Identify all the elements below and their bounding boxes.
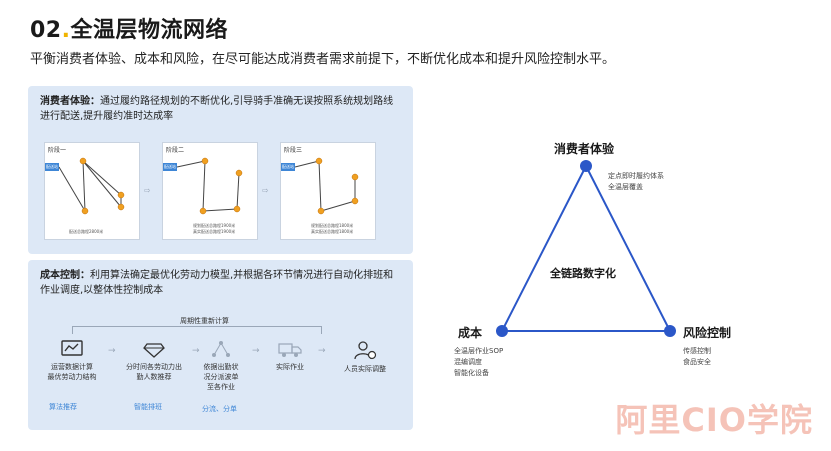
stage-2-label: 阶段二	[166, 147, 185, 154]
flow-step-3: 依据出勤状 况分派波单 至各作业	[186, 340, 256, 392]
step-2-line-2: 勤人数推荐	[136, 373, 172, 381]
triangle-left-label: 成本	[458, 326, 483, 340]
stage-1-station: 配送站	[45, 163, 59, 171]
cost-control-body: 利用算法确定最优化劳动力模型,并根据各环节情况进行自动化排班和作业调度,以整体性…	[40, 270, 394, 296]
triangle-left-subs: 全温层作业SOP 混编调度 智能化设备	[454, 346, 503, 379]
consumer-experience-lead: 消费者体验：	[40, 96, 100, 107]
step-1-link[interactable]: 算法推荐	[49, 403, 77, 411]
flow-cycle-label: 周期性重新计算	[180, 317, 229, 325]
step-arrow-4: →	[318, 346, 326, 356]
watermark-logo: 阿里CIO学院	[615, 401, 813, 439]
consumer-experience-panel: 消费者体验：通过履约路径规划的不断优化,引导骑手准确无误按照系统规划路线进行配送…	[28, 86, 413, 254]
step-3-line-2: 况分派波单	[203, 373, 239, 381]
stage-arrow-2: ⇨	[262, 186, 269, 195]
network-icon	[212, 341, 230, 357]
title-text: 全温层物流网络	[70, 18, 228, 43]
cost-control-lead: 成本控制：	[40, 270, 90, 281]
cost-control-panel: 成本控制：利用算法确定最优化劳动力模型,并根据各环节情况进行自动化排班和作业调度…	[28, 260, 413, 430]
truck-icon	[278, 343, 302, 357]
route-stages: 阶段一 配送站 配送总路程2800米 ⇨ 阶段二 配送站 规划配送总	[44, 142, 396, 246]
stage-1-caption: 配送总路程2800米	[69, 229, 104, 234]
top-sub-1: 定点即时履约体系	[608, 172, 664, 180]
title-dot: .	[61, 18, 71, 43]
person-gear-icon	[354, 341, 377, 360]
triangle-node-left	[496, 325, 508, 337]
diamond-icon	[143, 343, 165, 358]
step-1-line-2: 最优劳动力结构	[47, 373, 97, 381]
triangle-node-top	[580, 160, 592, 172]
flow-cycle-bracket	[72, 326, 322, 334]
route-stage-3: 阶段三 配送站 规划配送总路程1800米 真实配送总路程1800米	[280, 142, 376, 240]
triangle-center-label: 全链路数字化	[550, 267, 616, 280]
flow-step-4: 实际作业	[262, 340, 318, 372]
route-map-1	[58, 157, 125, 215]
left-sub-2: 混编调度	[454, 358, 482, 366]
right-sub-2: 食品安全	[683, 358, 711, 366]
consumer-experience-body: 通过履约路径规划的不断优化,引导骑手准确无误按照系统规划路线进行配送,提升履约准…	[40, 96, 394, 122]
triangle-top-label: 消费者体验	[554, 142, 615, 156]
triangle-right-label: 风险控制	[683, 326, 732, 340]
step-arrow-3: →	[252, 346, 260, 356]
triangle-right-subs: 传感控制 食品安全	[683, 346, 711, 368]
page-title: 02.全温层物流网络	[30, 12, 228, 44]
top-sub-2: 全温层覆盖	[608, 183, 643, 191]
consumer-experience-text: 消费者体验：通过履约路径规划的不断优化,引导骑手准确无误按照系统规划路线进行配送…	[40, 94, 402, 124]
step-arrow-2: →	[192, 346, 200, 356]
cost-control-text: 成本控制：利用算法确定最优化劳动力模型,并根据各环节情况进行自动化排班和作业调度…	[40, 268, 402, 298]
triangle-node-right	[664, 325, 676, 337]
step-3-line-3: 至各作业	[207, 383, 235, 391]
step-arrow-1: →	[108, 346, 116, 356]
route-map-2	[176, 157, 243, 215]
title-number: 02	[30, 18, 62, 43]
route-map-3	[294, 157, 359, 215]
flow-step-1: 运营数据计算 最优劳动力结构	[36, 340, 108, 382]
left-sub-1: 全温层作业SOP	[454, 347, 504, 355]
step-5-line-1: 人员实际调整	[344, 365, 386, 373]
left-sub-3: 智能化设备	[454, 369, 489, 377]
route-stage-1: 阶段一 配送站 配送总路程2800米	[44, 142, 140, 240]
step-1-line-1: 运营数据计算	[51, 363, 93, 371]
step-3-line-1: 依据出勤状	[203, 363, 239, 371]
stage-2-station: 配送站	[163, 163, 177, 171]
step-3-link[interactable]: 分流、分单	[202, 405, 237, 413]
flow-step-5: 人员实际调整	[330, 340, 400, 374]
stage-3-label: 阶段三	[284, 147, 303, 154]
right-sub-1: 传感控制	[683, 347, 711, 355]
route-stage-2: 阶段二 配送站 规划配送总路程1900米 真实配送总路程1900米	[162, 142, 258, 240]
page-subtitle: 平衡消费者体验、成本和风险，在尽可能达成消费者需求前提下，不断优化成本和提升风险…	[30, 52, 616, 67]
stage-2-caption-1: 规划配送总路程1900米	[193, 223, 236, 228]
step-4-line-1: 实际作业	[276, 363, 304, 371]
flow-step-2: 分时间各劳动力出 勤人数推荐	[116, 340, 192, 382]
stage-1-label: 阶段一	[48, 147, 67, 154]
stage-3-station: 配送站	[281, 163, 295, 171]
step-2-link[interactable]: 智能排班	[134, 403, 162, 411]
step-2-line-1: 分时间各劳动力出	[126, 363, 182, 371]
triangle-top-subs: 定点即时履约体系 全温层覆盖	[608, 171, 664, 193]
stage-3-caption-2: 真实配送总路程1800米	[311, 229, 354, 234]
stage-2-caption-2: 真实配送总路程1900米	[193, 229, 236, 234]
stage-3-caption-1: 规划配送总路程1800米	[311, 223, 354, 228]
chart-monitor-icon	[61, 340, 83, 356]
stage-arrow-1: ⇨	[144, 186, 151, 195]
